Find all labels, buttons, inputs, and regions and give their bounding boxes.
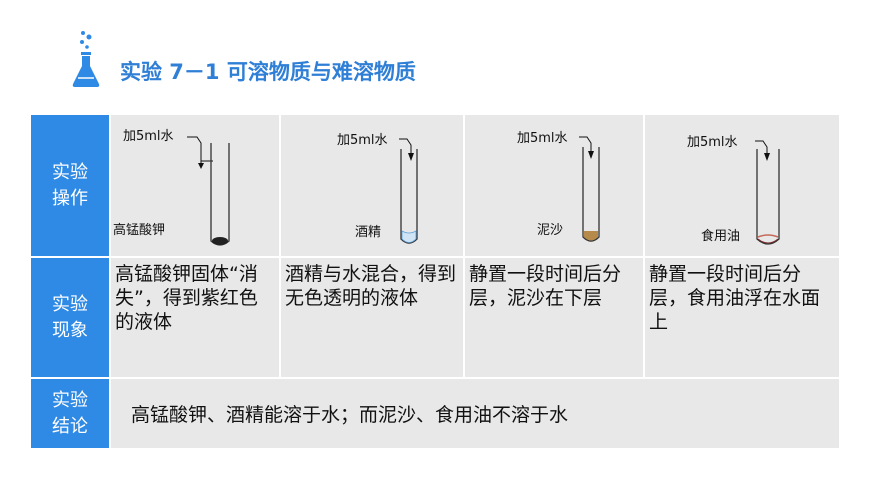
substance-label: 泥沙 — [537, 223, 564, 238]
row-header-operation: 实验操作 — [31, 115, 109, 258]
test-tube-icon — [399, 138, 418, 244]
title-bar: 实验 7－1 可溶物质与难溶物质 — [70, 28, 770, 88]
phenomenon-sand: 静置一段时间后分层，泥沙在下层 — [463, 258, 643, 379]
page-title: 实验 7－1 可溶物质与难溶物质 — [120, 60, 416, 84]
add-water-label: 加5ml水 — [687, 135, 738, 150]
row-header-conclusion: 实验结论 — [31, 379, 109, 448]
diagram-sand: 加5ml水 泥沙 — [463, 115, 643, 258]
header-line: 实验 — [52, 161, 88, 183]
phenomenon-cooking-oil: 静置一段时间后分层，食用油浮在水面上 — [643, 258, 839, 379]
diagram-potassium-permanganate: 加5ml水 高锰酸钾 — [109, 115, 279, 258]
header-line: 结论 — [52, 415, 88, 437]
flask-icon — [72, 31, 100, 87]
header-line: 实验 — [52, 389, 88, 411]
substance-label: 食用油 — [701, 229, 741, 244]
header-line: 实验 — [52, 293, 88, 315]
experiment-table: 实验操作 实验现象 实验结论 加5ml水 高锰酸钾 加5ml水 酒精 加5ml水… — [31, 115, 839, 448]
phenomenon-alcohol: 酒精与水混合，得到无色透明的液体 — [279, 258, 463, 379]
add-water-label: 加5ml水 — [337, 133, 388, 148]
header-line: 现象 — [52, 319, 88, 341]
diagram-cooking-oil: 加5ml水 食用油 — [643, 115, 839, 258]
phenomenon-potassium-permanganate: 高锰酸钾固体“消失”，得到紫红色的液体 — [109, 258, 279, 379]
row-header-phenomenon: 实验现象 — [31, 258, 109, 379]
diagram-alcohol: 加5ml水 酒精 — [279, 115, 463, 258]
test-tube-icon — [187, 136, 230, 246]
substance-label: 高锰酸钾 — [113, 223, 166, 238]
substance-label: 酒精 — [355, 225, 382, 240]
conclusion-text: 高锰酸钾、酒精能溶于水；而泥沙、食用油不溶于水 — [109, 379, 839, 448]
test-tube-icon — [755, 140, 780, 245]
test-tube-icon — [579, 136, 600, 242]
header-line: 操作 — [52, 187, 88, 209]
add-water-label: 加5ml水 — [123, 129, 174, 144]
add-water-label: 加5ml水 — [517, 131, 568, 146]
